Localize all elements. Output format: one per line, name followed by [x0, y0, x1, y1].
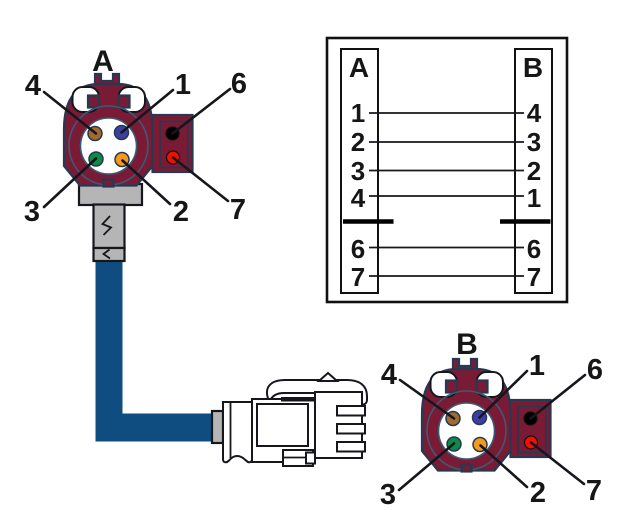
connector-a-title: A	[92, 45, 114, 78]
leader-a-1	[120, 88, 175, 134]
cable	[95, 258, 213, 442]
label-a-2: 2	[173, 196, 189, 228]
leader-a-7	[171, 156, 230, 203]
break-mark-upper	[100, 215, 113, 236]
cell-a-3: 4	[351, 183, 366, 213]
cell-b-3: 1	[527, 183, 541, 213]
plug-latch-tab	[316, 371, 340, 382]
leader-b-4	[398, 378, 456, 420]
leader-b-7	[529, 441, 586, 486]
plug-terminal-3	[336, 441, 366, 453]
plug-back-shell	[222, 401, 253, 464]
plug-terminal-1	[336, 405, 366, 417]
leader-b-2	[479, 444, 529, 489]
plug-ferrule	[210, 409, 225, 445]
break-mark-lower	[101, 248, 111, 260]
stem-lower	[92, 246, 126, 263]
label-b-6: 6	[587, 354, 603, 386]
cell-b-1: 3	[527, 127, 541, 157]
leader-a-2	[121, 159, 172, 206]
plug-bottom-tab-lock	[305, 451, 316, 465]
label-b-2: 2	[530, 477, 546, 509]
table-header-a: A	[349, 52, 369, 83]
label-b-7: 7	[586, 475, 602, 507]
label-a-3: 3	[24, 196, 40, 228]
cell-a-1: 2	[351, 127, 365, 157]
plug-window	[256, 403, 309, 447]
cell-a-5: 7	[351, 262, 365, 292]
label-a-6: 6	[231, 68, 247, 100]
label-b-1: 1	[529, 350, 545, 382]
pin-mapping-table: A B 1 2 3 4 6 7 4 3 2 1 6 7	[325, 36, 569, 304]
cell-a-4: 6	[351, 234, 365, 264]
label-b-3: 3	[380, 479, 396, 511]
table-header-b: B	[523, 52, 543, 83]
plug-top-ridge	[281, 397, 315, 402]
cable-plug	[210, 371, 368, 467]
plug-terminal-2	[336, 423, 366, 435]
cell-b-4: 6	[527, 234, 541, 264]
connector-a-callouts: A 4 1 6 3 2 7	[24, 45, 247, 228]
connector-b-callouts: B 4 1 6 3 2 7	[380, 328, 603, 511]
connector-b-title: B	[456, 328, 478, 361]
leader-b-6	[529, 373, 587, 420]
label-a-4: 4	[25, 70, 41, 102]
cell-b-5: 7	[527, 262, 541, 292]
leader-a-3	[42, 157, 98, 209]
leader-b-3	[397, 442, 456, 492]
cell-a-2: 3	[351, 156, 365, 186]
cell-b-2: 2	[527, 156, 541, 186]
strain-relief	[77, 182, 144, 263]
cell-a-0: 1	[351, 98, 365, 128]
label-a-7: 7	[230, 194, 246, 226]
label-a-1: 1	[175, 69, 191, 101]
leader-a-4	[42, 90, 98, 135]
cell-b-0: 4	[527, 98, 542, 128]
leader-a-6	[171, 87, 232, 135]
leader-b-1	[478, 369, 529, 419]
label-b-4: 4	[381, 359, 397, 391]
